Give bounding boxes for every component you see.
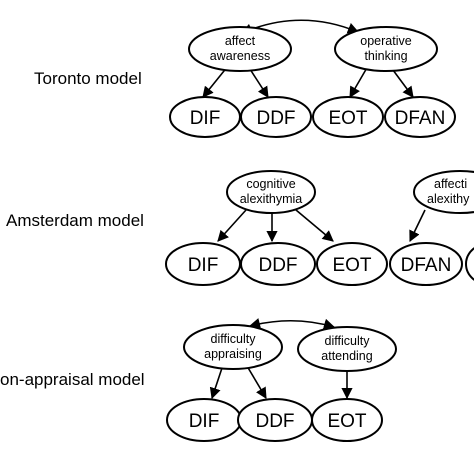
svg-text:DFAN: DFAN bbox=[401, 255, 452, 276]
edge-cognitive-dif bbox=[217, 209, 247, 242]
svg-text:DDF: DDF bbox=[258, 255, 297, 276]
svg-text:alexithy: alexithy bbox=[427, 192, 470, 206]
toronto-model: Toronto model affect awareness operative… bbox=[34, 19, 456, 138]
svg-text:DIF: DIF bbox=[190, 108, 221, 129]
edge-appraising-ddf bbox=[246, 365, 267, 399]
svg-text:EOT: EOT bbox=[332, 255, 371, 276]
observed-node-dif: DIF bbox=[169, 96, 241, 138]
covariance-arrow-appraisal bbox=[248, 318, 336, 330]
svg-text:DDF: DDF bbox=[256, 108, 295, 129]
latent-node-operative-thinking: operative thinking bbox=[334, 26, 438, 72]
svg-text:DDF: DDF bbox=[255, 411, 294, 432]
amsterdam-model: Amsterdam model cognitive alexithymia af… bbox=[6, 170, 474, 286]
svg-text:appraising: appraising bbox=[204, 347, 262, 361]
attention-appraisal-model: on-appraisal model difficulty appraising… bbox=[0, 318, 397, 442]
observed-node-eot: EOT bbox=[316, 242, 388, 286]
svg-text:DIF: DIF bbox=[189, 411, 220, 432]
svg-text:affecti: affecti bbox=[434, 177, 467, 191]
model-label-toronto: Toronto model bbox=[34, 69, 142, 88]
latent-node-cognitive-alexithymia: cognitive alexithymia bbox=[226, 170, 316, 214]
model-label-amsterdam: Amsterdam model bbox=[6, 211, 144, 230]
svg-text:cognitive: cognitive bbox=[246, 177, 295, 191]
svg-text:attending: attending bbox=[321, 349, 372, 363]
observed-node-dfan: DFAN bbox=[389, 242, 463, 286]
svg-text:operative: operative bbox=[360, 34, 411, 48]
svg-text:DIF: DIF bbox=[188, 255, 219, 276]
svg-text:thinking: thinking bbox=[364, 49, 407, 63]
observed-node-ddf: DDF bbox=[240, 242, 316, 286]
svg-text:affect: affect bbox=[225, 34, 256, 48]
latent-node-affective-alexithymia: affecti alexithy bbox=[413, 170, 474, 214]
svg-text:alexithymia: alexithymia bbox=[240, 192, 303, 206]
svg-text:difficulty: difficulty bbox=[325, 334, 371, 348]
edge-affect-dif bbox=[202, 65, 229, 98]
edge-appraising-dif bbox=[209, 367, 223, 400]
model-label-appraisal: on-appraisal model bbox=[0, 370, 145, 389]
edge-affective-dfan bbox=[409, 209, 426, 243]
observed-node-dfan: DFAN bbox=[384, 96, 456, 138]
edge-operative-eot bbox=[349, 65, 369, 98]
observed-node-eot: EOT bbox=[312, 96, 384, 138]
edge-cognitive-eot bbox=[295, 209, 334, 242]
svg-text:awareness: awareness bbox=[210, 49, 270, 63]
svg-text:EOT: EOT bbox=[328, 108, 367, 129]
observed-node-dif: DIF bbox=[165, 242, 241, 286]
svg-text:EOT: EOT bbox=[327, 411, 366, 432]
observed-node-partial bbox=[465, 247, 474, 281]
latent-node-difficulty-appraising: difficulty appraising bbox=[183, 324, 283, 370]
latent-node-difficulty-attending: difficulty attending bbox=[297, 326, 397, 372]
observed-node-ddf: DDF bbox=[237, 398, 313, 442]
observed-node-dif: DIF bbox=[166, 398, 242, 442]
latent-node-affect-awareness: affect awareness bbox=[188, 26, 292, 72]
svg-text:DFAN: DFAN bbox=[395, 108, 446, 129]
svg-text:difficulty: difficulty bbox=[211, 332, 257, 346]
observed-node-ddf: DDF bbox=[240, 96, 312, 138]
observed-node-eot: EOT bbox=[311, 398, 383, 442]
